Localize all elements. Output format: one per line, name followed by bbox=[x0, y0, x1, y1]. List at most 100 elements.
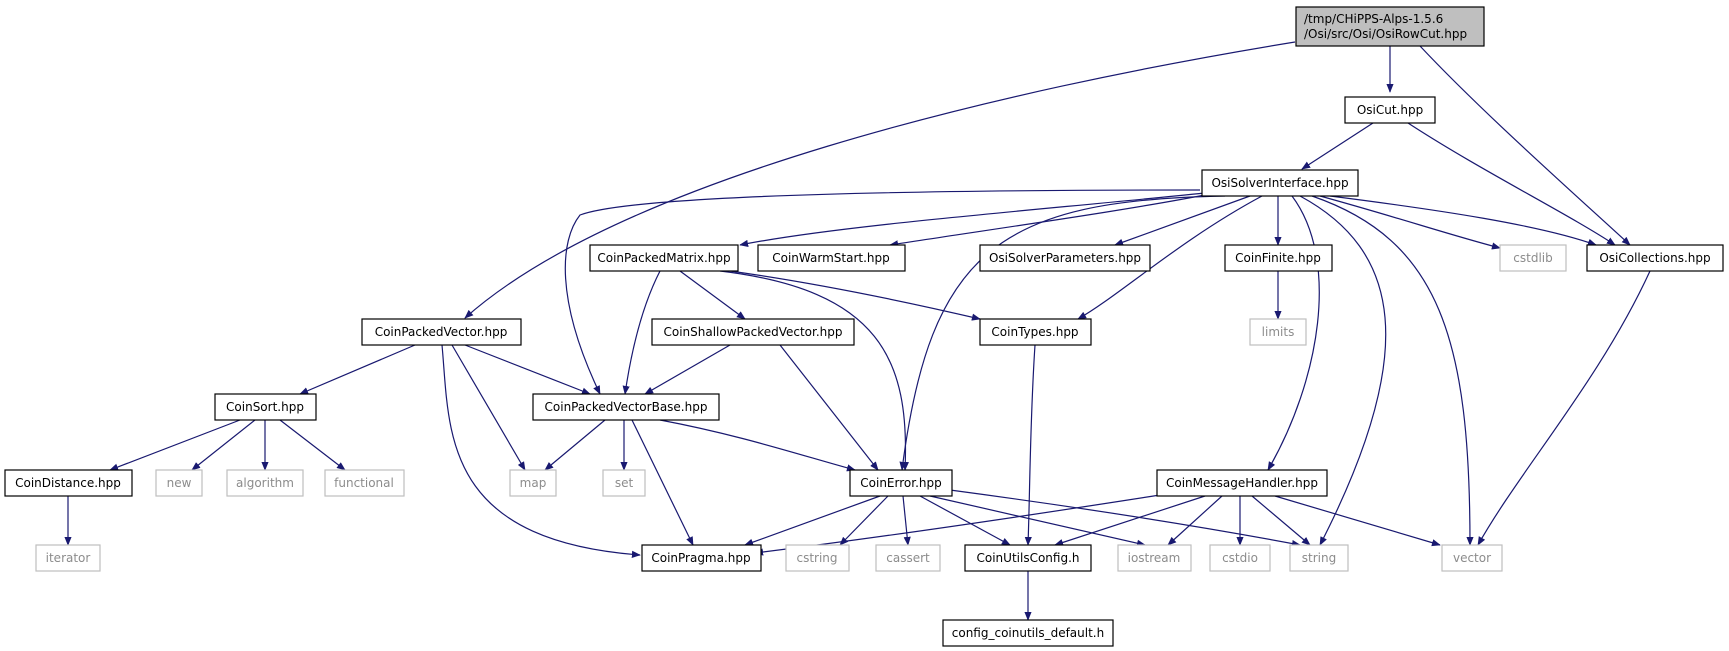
node-config-coinutils-default[interactable]: config_coinutils_default.h bbox=[942, 619, 1114, 647]
node-cstring[interactable]: cstring bbox=[785, 544, 850, 572]
node-coinutilsconfig[interactable]: CoinUtilsConfig.h bbox=[964, 544, 1092, 572]
edge-osi-osisolverparameters bbox=[1114, 195, 1251, 246]
edge-coinerror-coinpragma bbox=[744, 495, 881, 546]
edge-osi-coinmessagehandler bbox=[1267, 195, 1320, 471]
cstdlib-label: cstdlib bbox=[1513, 251, 1552, 265]
node-coinpackedvector[interactable]: CoinPackedVector.hpp bbox=[361, 318, 522, 346]
limits-label: limits bbox=[1262, 325, 1295, 339]
edge-cpm-cointypes bbox=[729, 270, 981, 321]
root-line2: /Osi/src/Osi/OsiRowCut.hpp bbox=[1304, 27, 1467, 41]
edge-cpm-coinshallowpackedvector bbox=[679, 270, 746, 320]
node-coinpragma[interactable]: CoinPragma.hpp bbox=[641, 544, 762, 572]
edge-osicollections-vector bbox=[1477, 270, 1651, 546]
node-limits[interactable]: limits bbox=[1249, 318, 1307, 346]
cstdio-label: cstdio bbox=[1222, 551, 1258, 565]
algorithm-label: algorithm bbox=[236, 476, 294, 490]
config-coinutils-default-label: config_coinutils_default.h bbox=[952, 626, 1104, 640]
new-label: new bbox=[167, 476, 192, 490]
edge-cpvb-coinpragma bbox=[631, 419, 694, 546]
coinpackedmatrix-label: CoinPackedMatrix.hpp bbox=[597, 251, 730, 265]
cstring-label: cstring bbox=[796, 551, 837, 565]
node-osicut[interactable]: OsiCut.hpp bbox=[1344, 96, 1436, 124]
node-coinmessagehandler[interactable]: CoinMessageHandler.hpp bbox=[1156, 469, 1328, 497]
node-cstdlib[interactable]: cstdlib bbox=[1499, 244, 1567, 272]
edge-coinerror-iostream bbox=[929, 495, 1146, 547]
edge-cspv-coinerror bbox=[779, 344, 879, 471]
edge-coinsort-new bbox=[191, 419, 256, 471]
edge-cointypes-coinutilsconfig bbox=[1024, 344, 1036, 546]
coinmessagehandler-label: CoinMessageHandler.hpp bbox=[1166, 476, 1318, 490]
osicollections-label: OsiCollections.hpp bbox=[1599, 251, 1710, 265]
edge-coinerror-cstring bbox=[839, 495, 889, 546]
set-label: set bbox=[615, 476, 634, 490]
edge-osi-coinpackedmatrix bbox=[739, 192, 1206, 247]
edge-cmh-coinutilsconfig bbox=[1054, 495, 1206, 546]
edge-cpvb-map bbox=[544, 419, 606, 471]
node-coinpackedvectorbase[interactable]: CoinPackedVectorBase.hpp bbox=[532, 393, 720, 421]
coinerror-label: CoinError.hpp bbox=[860, 476, 941, 490]
edge-cmh-vector bbox=[1274, 495, 1441, 547]
node-iterator[interactable]: iterator bbox=[35, 544, 101, 572]
dependency-edges bbox=[64, 41, 1651, 621]
edge-cmh-string bbox=[1251, 495, 1311, 546]
coinutilsconfig-label: CoinUtilsConfig.h bbox=[977, 551, 1080, 565]
node-algorithm[interactable]: algorithm bbox=[226, 469, 304, 497]
osisolverinterface-label: OsiSolverInterface.hpp bbox=[1211, 176, 1348, 190]
vector-label: vector bbox=[1453, 551, 1491, 565]
edge-osicut-osicollections bbox=[1407, 122, 1616, 246]
edge-cpm-coinpackedvectorbase bbox=[622, 270, 661, 395]
edge-cspv-coinpackedvectorbase bbox=[644, 344, 731, 395]
map-label: map bbox=[520, 476, 547, 490]
edge-cpvb-coinerror bbox=[659, 419, 856, 472]
node-cstdio[interactable]: cstdio bbox=[1209, 544, 1271, 572]
coinsort-label: CoinSort.hpp bbox=[226, 400, 304, 414]
node-coinsort[interactable]: CoinSort.hpp bbox=[214, 393, 317, 421]
edge-coinerror-cassert bbox=[902, 495, 911, 546]
node-cassert[interactable]: cassert bbox=[875, 544, 941, 572]
edge-osi-cstdlib bbox=[1319, 195, 1501, 250]
iterator-label: iterator bbox=[46, 551, 91, 565]
edge-root-coinpackedvector bbox=[464, 41, 1296, 319]
edge-coinerror-string bbox=[949, 489, 1301, 548]
edge-coinerror-coinutilsconfig bbox=[919, 495, 1011, 546]
edge-cmh-coinpragma bbox=[754, 494, 1161, 556]
node-map[interactable]: map bbox=[509, 469, 557, 497]
edge-cpv-coinpragma bbox=[441, 344, 641, 558]
edge-cpm-coinerror bbox=[719, 270, 909, 471]
node-cointypes[interactable]: CoinTypes.hpp bbox=[979, 318, 1092, 346]
edge-osi-cointypes bbox=[1077, 195, 1263, 320]
edge-osi-coinwarmstart bbox=[889, 192, 1216, 248]
node-set[interactable]: set bbox=[602, 469, 646, 497]
string-label: string bbox=[1302, 551, 1336, 565]
node-coinfinite[interactable]: CoinFinite.hpp bbox=[1224, 244, 1333, 272]
node-new[interactable]: new bbox=[155, 469, 203, 497]
edge-osi-coinpackedvectorbase bbox=[564, 189, 1201, 395]
node-coinpackedmatrix[interactable]: CoinPackedMatrix.hpp bbox=[589, 244, 739, 272]
edge-root-osicollections bbox=[1419, 45, 1631, 246]
node-osisolverinterface[interactable]: OsiSolverInterface.hpp bbox=[1201, 169, 1359, 197]
edge-osi-vector bbox=[1311, 195, 1474, 546]
edge-osi-osicollections bbox=[1329, 195, 1597, 246]
edge-cmh-iostream bbox=[1167, 495, 1223, 546]
node-coindistance[interactable]: CoinDistance.hpp bbox=[4, 469, 133, 497]
node-vector[interactable]: vector bbox=[1441, 544, 1503, 572]
node-coinshallowpackedvector[interactable]: CoinShallowPackedVector.hpp bbox=[651, 318, 855, 346]
coinwarmstart-label: CoinWarmStart.hpp bbox=[772, 251, 890, 265]
node-iostream[interactable]: iostream bbox=[1117, 544, 1192, 572]
cointypes-label: CoinTypes.hpp bbox=[991, 325, 1078, 339]
node-root[interactable]: /tmp/CHiPPS-Alps-1.5.6 /Osi/src/Osi/OsiR… bbox=[1295, 6, 1485, 47]
edge-cpv-coinsort bbox=[299, 344, 416, 395]
coinfinite-label: CoinFinite.hpp bbox=[1235, 251, 1321, 265]
node-osisolverparameters[interactable]: OsiSolverParameters.hpp bbox=[979, 244, 1151, 272]
node-osicollections[interactable]: OsiCollections.hpp bbox=[1586, 244, 1724, 272]
coinpackedvector-label: CoinPackedVector.hpp bbox=[375, 325, 508, 339]
node-coinerror[interactable]: CoinError.hpp bbox=[849, 469, 953, 497]
osicut-label: OsiCut.hpp bbox=[1357, 103, 1423, 117]
node-string[interactable]: string bbox=[1289, 544, 1349, 572]
edge-coinsort-functional bbox=[279, 419, 346, 471]
edge-osi-string bbox=[1299, 195, 1387, 546]
coinshallowpackedvector-label: CoinShallowPackedVector.hpp bbox=[663, 325, 842, 339]
node-functional[interactable]: functional bbox=[324, 469, 405, 497]
node-coinwarmstart[interactable]: CoinWarmStart.hpp bbox=[757, 244, 906, 272]
